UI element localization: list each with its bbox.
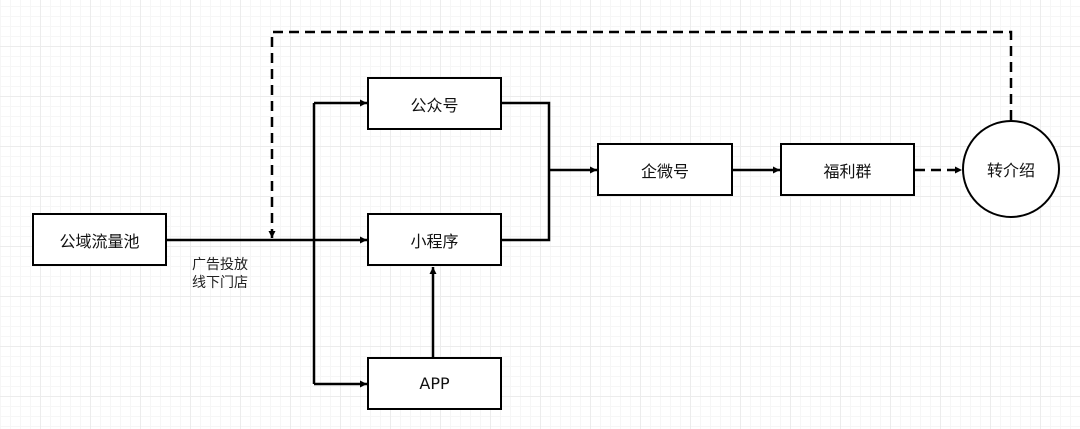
edge-label-ads: 广告投放 bbox=[192, 257, 248, 273]
edge-label-channels: 广告投放 线下门店 bbox=[192, 256, 248, 292]
node-wecom-label: 企微号 bbox=[640, 161, 689, 181]
node-welfare-group[interactable]: 福利群 bbox=[780, 143, 915, 196]
edge-official-account-merge bbox=[502, 101, 551, 170]
node-public-pool-label: 公域流量池 bbox=[59, 231, 140, 251]
node-referral-label: 转介绍 bbox=[986, 161, 1035, 180]
edge-referral-feedback bbox=[268, 30, 1013, 238]
node-public-pool[interactable]: 公域流量池 bbox=[32, 213, 167, 266]
edge-label-offline: 线下门店 bbox=[192, 275, 248, 291]
node-official-account-label: 公众号 bbox=[410, 95, 459, 115]
node-app[interactable]: APP bbox=[367, 357, 502, 410]
node-app-label: APP bbox=[419, 374, 450, 393]
node-official-account[interactable]: 公众号 bbox=[367, 77, 502, 130]
edge-mini-program-merge bbox=[502, 170, 551, 242]
node-mini-program-label: 小程序 bbox=[410, 231, 459, 251]
node-mini-program[interactable]: 小程序 bbox=[367, 213, 502, 266]
node-referral[interactable]: 转介绍 bbox=[962, 120, 1060, 218]
node-welfare-group-label: 福利群 bbox=[823, 161, 872, 181]
node-wecom[interactable]: 企微号 bbox=[597, 143, 733, 196]
